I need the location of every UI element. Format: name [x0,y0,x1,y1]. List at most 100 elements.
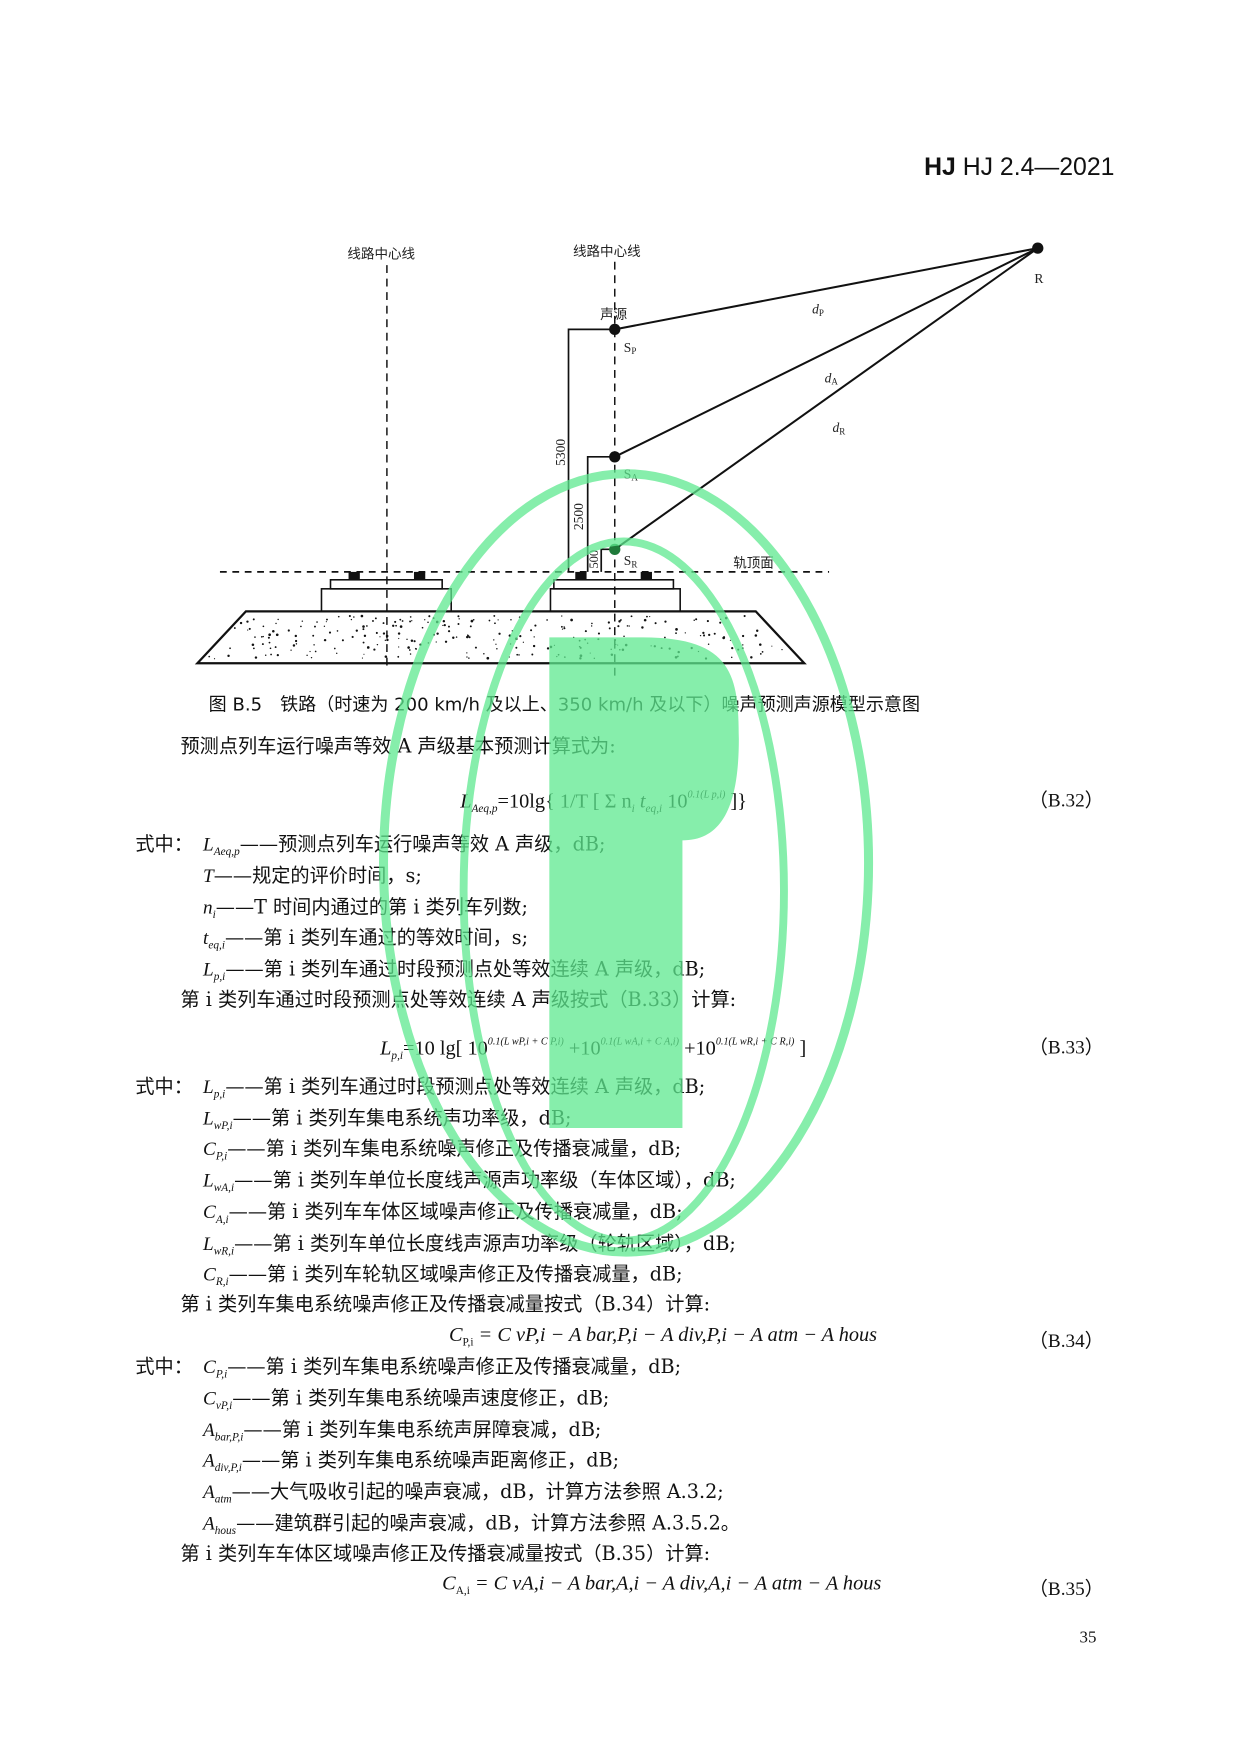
ballast-speckle [750,656,753,659]
ballast-speckle [248,627,251,630]
definition-item: CP,i——第 i 类列车集电系统噪声修正及传播衰减量，dB; [203,1356,681,1386]
ballast-speckle [316,621,318,623]
symbol-subscript: R,i [215,1275,229,1289]
ballast-speckle [654,622,657,625]
ballast-speckle [300,625,302,628]
definition-text: ——第 i 类列车集电系统声屏障衰减，dB; [243,1418,602,1442]
symbol-subscript: P,i [215,1368,228,1381]
where-label: 式中： [135,1355,193,1379]
ballast-speckle [268,641,271,644]
ballast-speckle [399,618,402,621]
ballast-speckle [531,653,534,656]
ballast-speckle [415,647,417,650]
ballast-speckle [397,632,401,635]
definition-item: ni——T 时间内通过的第 i 类列车列数; [203,896,528,926]
ballast-speckle [277,618,279,621]
ballast-speckle [674,655,678,659]
ballast-speckle [395,624,397,627]
equation-b35: CA,i = C vA,i − A bar,A,i − A div,A,i − … [442,1571,882,1598]
ballast-speckle [578,645,581,648]
ballast-speckle [519,634,522,638]
definition-text: ——第 i 类列车集电系统噪声修正及传播衰减量，dB; [227,1355,682,1379]
ballast-speckle [448,625,450,628]
symbol-subscript: i [212,908,216,922]
ballast-speckle [366,646,370,649]
source-label: 声源 [600,307,628,323]
ballast-speckle [593,657,596,660]
ballast-speckle [208,655,211,658]
ballast-speckle [719,618,722,621]
ballast-speckle [409,620,412,623]
ballast-speckle [707,643,710,645]
ballast-speckle [323,625,326,627]
ballast-speckle [610,653,614,656]
ballast-speckle [355,629,358,632]
symbol-subscript: bar,P,i [214,1430,244,1444]
definition-text: ——第 i 类列车车体区域噪声修正及传播衰减量，dB; [228,1201,683,1224]
definition-text: ——第 i 类列车通过时段预测点处等效连续 A 声级，dB; [225,1076,706,1099]
ballast-speckle [427,642,430,644]
ballast-speckle [470,619,474,623]
symbol-subscript: atm [214,1493,232,1507]
ballast-speckle [579,657,582,660]
ballast-speckle [394,620,397,623]
ballast-speckle [650,645,652,647]
definition-item: LwA,i——第 i 类列车单位长度线声源声功率级（车体区域），dB; [203,1170,736,1200]
ballast-speckle [708,633,711,637]
definition-text: ——T 时间内通过的第 i 类列车列数; [215,896,528,919]
ballast-speckle [660,647,663,650]
ballast-speckle [511,630,514,632]
dim-5300-line [567,328,615,572]
ballast-speckle [301,620,304,622]
ballast-speckle [333,647,336,650]
ballast-speckle [496,648,498,650]
ballast-speckle [270,653,272,656]
ballast-speckle [467,635,470,637]
figure-caption: 图 B.5 铁路（时速为 200 km/h 及以上、350 km/h 及以下）噪… [208,693,921,716]
ballast-speckle [713,632,716,635]
ballast-speckle [617,644,619,646]
definition-text: ——第 i 类列车集电系统噪声速度修正，dB; [232,1387,610,1410]
ballast-speckle [292,644,296,647]
ballast-speckle [421,626,424,629]
definition-text: ——预测点列车运行噪声等效 A 声级，dB; [239,833,606,857]
ballast-speckle [743,614,746,618]
ballast-speckle [436,632,439,635]
ballast-speckle [379,636,381,638]
ballast-speckle [719,621,722,624]
line-dp [614,247,1038,331]
equation-number: （B.35） [1028,1578,1104,1600]
ballast-speckle [759,643,762,646]
ballast-speckle [401,620,404,622]
ballast-speckle [424,619,426,621]
ballast-speckle [382,622,385,625]
definition-text: ——第 i 类列车集电系统噪声修正及传播衰减量，dB; [227,1138,682,1162]
ballast-speckle [628,625,630,627]
ballast-speckle [771,645,773,647]
ballast-speckle [398,646,400,648]
ballast-speckle [458,618,460,620]
ballast-speckle [556,655,558,658]
ballast-speckle [361,657,364,659]
ballast-speckle [413,640,416,643]
ballast-speckle [375,631,378,634]
ballast-speckle [742,644,744,646]
source-point-sa [609,451,621,463]
ballast-speckle [579,654,583,658]
ballast-speckle [508,656,510,658]
definition-item: CvP,i——第 i 类列车集电系统噪声速度修正，dB; [203,1387,609,1417]
ballast-speckle [392,624,395,627]
symbol-subscript: vP,i [215,1399,233,1413]
definition-item: Abar,P,i——第 i 类列车集电系统声屏障衰减，dB; [203,1419,601,1449]
ballast-speckle [261,643,264,646]
ballast-speckle [384,639,387,641]
ballast-speckle [515,646,518,649]
ballast-speckle [254,656,258,659]
ballast-speckle [427,621,429,624]
definition-text: ——第 i 类列车通过的等效时间，s; [224,927,529,951]
ballast-speckle [262,625,265,628]
ballast-speckle [695,618,698,621]
ballast-speckle [741,634,745,638]
equation-b32: LAeq,p=10lg{ 1/T [ Σ ni teq,i 100.1(L p,… [460,788,748,816]
sr-label: SR [624,553,638,569]
